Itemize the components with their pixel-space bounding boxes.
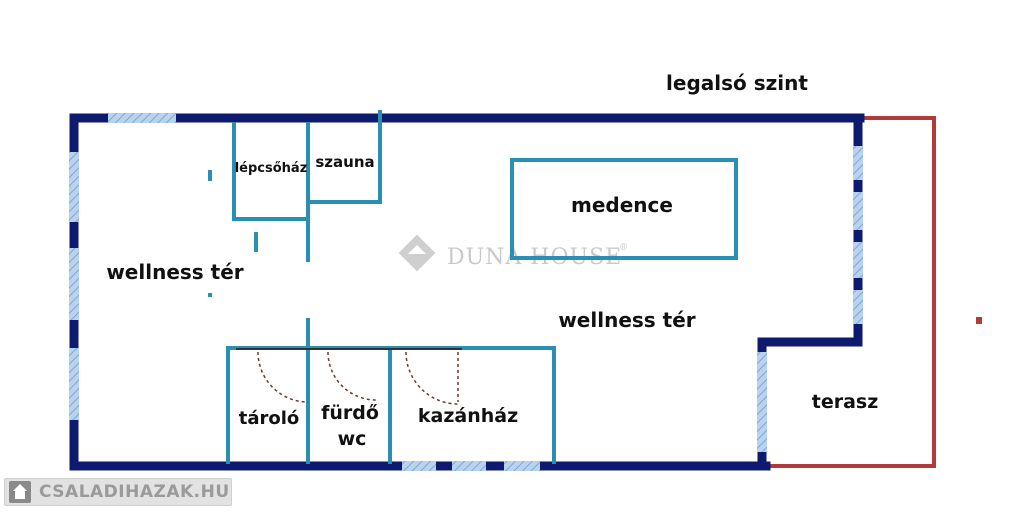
plan-title: legalsó szint <box>666 71 808 95</box>
windows <box>69 113 863 471</box>
room-label-wellness-center: wellness tér <box>558 308 695 332</box>
room-label-terrace: terasz <box>812 391 879 413</box>
terrace-marker <box>976 317 982 324</box>
inner-walls <box>208 110 738 464</box>
room-label-staircase: lépcsőház <box>235 161 308 176</box>
site-badge: CSALADIHAZAK.HU <box>4 478 232 506</box>
room-label-pool: medence <box>571 193 673 217</box>
room-label-sauna: szauna <box>315 153 374 171</box>
watermark-mark: ® <box>619 243 629 253</box>
room-label-storage: tároló <box>239 408 300 429</box>
site-badge-text: CSALADIHAZAK.HU <box>39 482 230 502</box>
room-label-wc: wc <box>338 428 367 450</box>
terrace-outline <box>766 116 936 468</box>
room-label-bathroom: fürdő <box>321 402 379 424</box>
door-swings <box>257 351 459 405</box>
house-icon <box>9 481 31 503</box>
room-label-boiler-room: kazánház <box>418 405 518 427</box>
room-label-wellness-left: wellness tér <box>106 260 243 284</box>
